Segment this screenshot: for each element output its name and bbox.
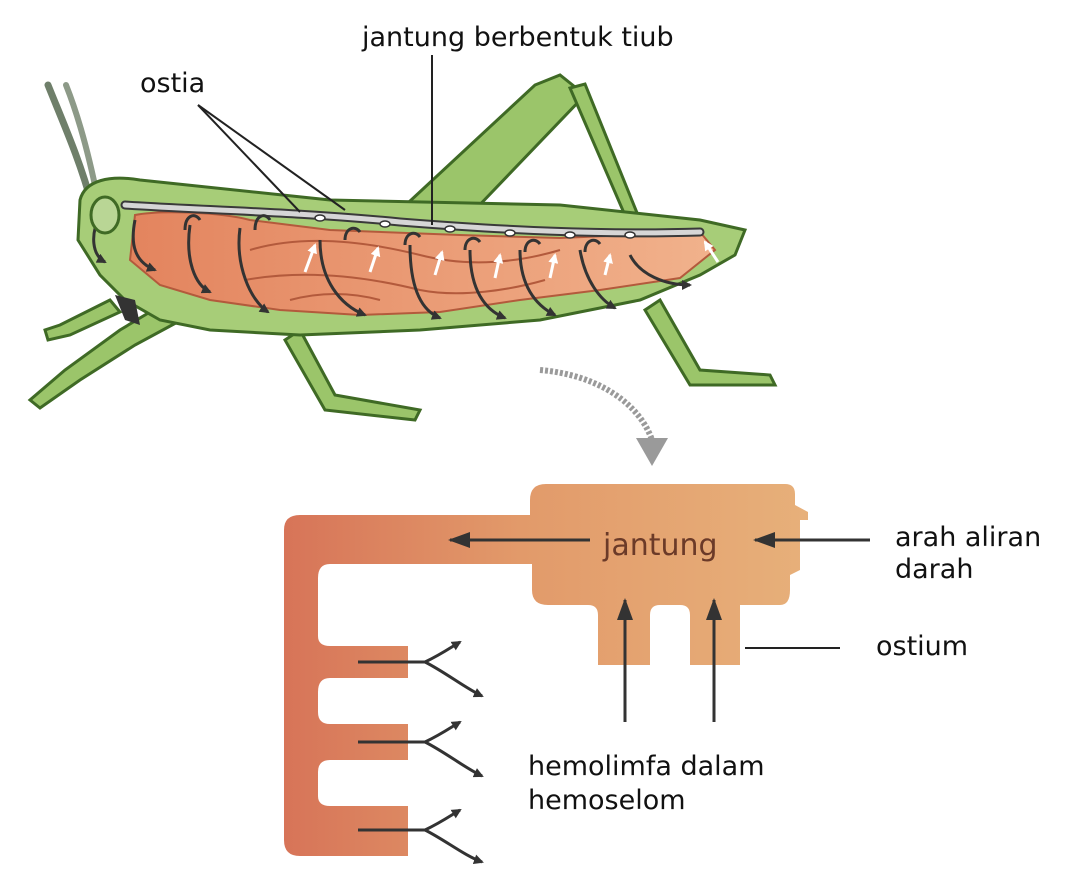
heart-chamber-and-aorta: [284, 484, 808, 856]
rear-leg: [642, 297, 778, 387]
label-heart: jantung: [602, 528, 718, 563]
front-leg-2: [43, 298, 123, 342]
label-hemolymph-1: hemolimfa dalam: [528, 751, 765, 782]
tubular-heart-inner: [122, 202, 703, 236]
zoom-arrow-head: [636, 438, 668, 466]
label-ostia: ostia: [140, 68, 205, 99]
segmental-hooks: [183, 214, 602, 253]
label-ostium: ostium: [876, 631, 968, 662]
white-upward-arrows: [303, 240, 720, 279]
label-hemolymph-2: hemoselom: [528, 785, 686, 816]
grasshopper-eye: [89, 195, 121, 235]
leader-line-ostia-1: [197, 104, 301, 213]
heart-detail-illustration: jantung: [284, 484, 870, 865]
mouthparts: [115, 295, 140, 325]
grasshopper-illustration: [27, 73, 778, 422]
zoom-arrow: [539, 367, 655, 442]
branch-outflow-arrows: [358, 640, 484, 865]
hemolymph-flow-arrows: [92, 214, 692, 320]
label-flow-direction-2: darah: [895, 554, 973, 585]
gut-detail: [249, 239, 561, 264]
label-tubular-heart: jantung berbentuk tiub: [361, 22, 674, 53]
middle-leg: [283, 327, 423, 422]
gut-detail: [244, 273, 546, 295]
ostia-openings: [314, 214, 636, 239]
label-flow-direction-1: arah aliran: [895, 522, 1041, 553]
hind-leg-femur: [391, 73, 588, 217]
leader-line-ostia-2: [197, 104, 346, 211]
front-leg: [27, 298, 188, 410]
